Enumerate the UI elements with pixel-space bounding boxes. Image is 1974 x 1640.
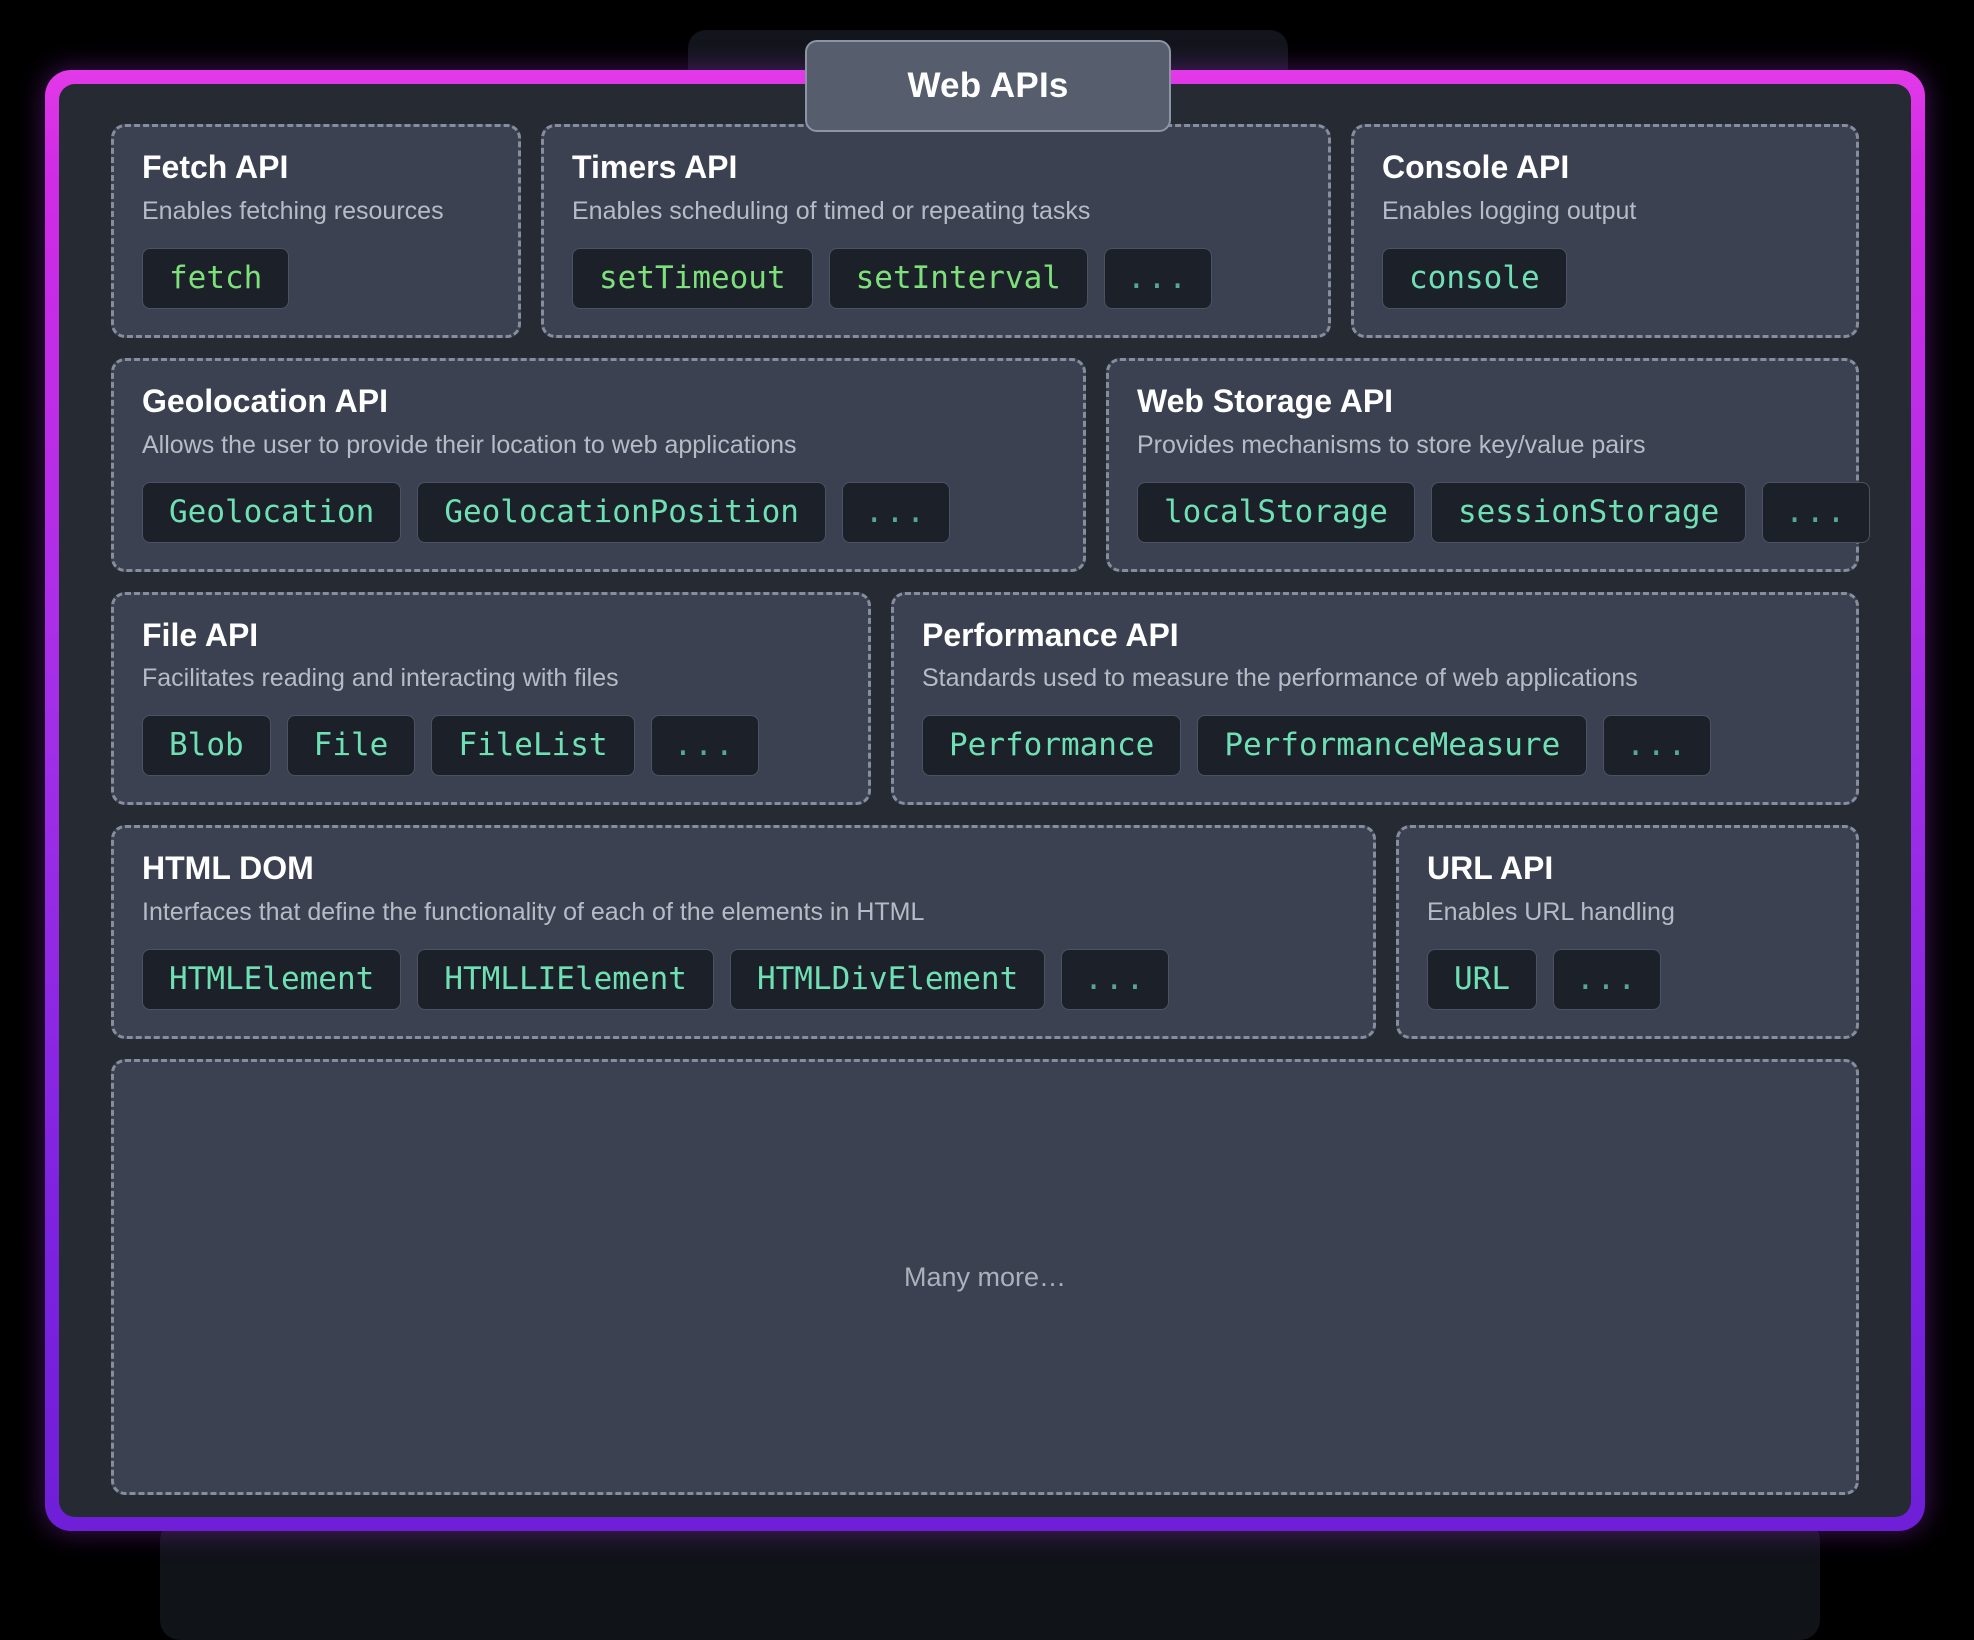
api-chip-more[interactable]: ... (1061, 949, 1170, 1010)
web-apis-title-badge: Web APIs (805, 40, 1171, 132)
api-chip-more[interactable]: ... (1603, 715, 1712, 777)
api-card-row: File API Facilitates reading and interact… (111, 591, 1859, 806)
api-card-title: URL API (1427, 850, 1554, 887)
web-apis-panel: Fetch API Enables fetching resources fetch… (59, 84, 1911, 1517)
api-chip[interactable]: sessionStorage (1430, 481, 1747, 543)
api-chip-more[interactable]: ... (1553, 949, 1661, 1010)
api-chip[interactable]: FileList (431, 715, 635, 777)
api-card-description: Facilitates reading and interacting with… (142, 664, 619, 693)
api-card[interactable]: Web Storage API Provides mechanisms to st… (1106, 357, 1871, 572)
api-card-description: Allows the user to provide their locatio… (142, 430, 797, 459)
api-card-row: Geolocation API Allows the user to provid… (111, 357, 1871, 572)
api-card[interactable]: HTML DOM Interfaces that define the funct… (111, 825, 1376, 1039)
api-card-title: Geolocation API (142, 382, 388, 419)
api-chip[interactable]: PerformanceMeasure (1197, 715, 1588, 777)
api-chip-more[interactable]: ... (650, 715, 759, 777)
api-chip[interactable]: setTimeout (572, 247, 813, 309)
ghost-container-below (160, 1520, 1820, 1640)
api-card-description: Provides mechanisms to store key/value p… (1137, 430, 1646, 459)
api-card-row: HTML DOM Interfaces that define the funct… (111, 825, 1859, 1039)
api-chip[interactable]: Geolocation (142, 481, 402, 543)
api-chip[interactable]: localStorage (1137, 481, 1415, 543)
api-card-title: Timers API (572, 149, 738, 185)
api-card[interactable]: Geolocation API Allows the user to provid… (111, 357, 1086, 572)
many-more-card[interactable]: Many more… (111, 1059, 1859, 1495)
api-card-row: Fetch API Enables fetching resources fetch… (111, 124, 1859, 338)
api-card-title: HTML DOM (142, 850, 314, 887)
api-chip[interactable]: setInterval (828, 247, 1088, 309)
api-chip-list: URL... (1427, 949, 1828, 1010)
api-chip[interactable]: HTMLElement (142, 949, 402, 1010)
api-card[interactable]: Fetch API Enables fetching resources fetch (111, 124, 521, 338)
api-card-description: Enables fetching resources (142, 196, 444, 225)
api-chip-more[interactable]: ... (1103, 247, 1212, 309)
api-chip[interactable]: File (286, 715, 416, 777)
api-card-title: Fetch API (142, 149, 289, 185)
api-card-description: Enables URL handling (1427, 898, 1675, 926)
web-apis-frame: Fetch API Enables fetching resources fetch… (45, 70, 1925, 1531)
api-chip[interactable]: console (1382, 247, 1567, 309)
api-card-title: File API (142, 616, 259, 653)
api-card-title: Performance API (922, 616, 1179, 653)
api-chip-list: console (1382, 247, 1828, 309)
api-card-description: Interfaces that define the functionality… (142, 898, 925, 926)
api-chip-more[interactable]: ... (1762, 481, 1871, 543)
api-card[interactable]: Console API Enables logging output console (1351, 124, 1859, 338)
api-chip[interactable]: URL (1427, 949, 1537, 1010)
api-card-title: Console API (1382, 149, 1570, 185)
api-chip[interactable]: GeolocationPosition (417, 481, 826, 543)
api-chip[interactable]: fetch (142, 247, 290, 309)
api-chip[interactable]: HTMLDivElement (729, 949, 1046, 1010)
api-card[interactable]: Performance API Standards used to measure… (891, 591, 1859, 806)
api-chip-list: fetch (142, 247, 490, 309)
api-card-title: Web Storage API (1137, 382, 1394, 419)
api-chip[interactable]: Blob (142, 715, 271, 777)
api-card[interactable]: Timers API Enables scheduling of timed or… (541, 124, 1331, 338)
api-card-description: Enables logging output (1382, 196, 1637, 225)
api-card-description: Standards used to measure the performanc… (922, 664, 1638, 693)
api-chip-more[interactable]: ... (841, 481, 950, 543)
api-chip[interactable]: Performance (922, 715, 1182, 777)
api-chip[interactable]: HTMLLIElement (417, 949, 714, 1010)
api-card[interactable]: File API Facilitates reading and interact… (111, 591, 871, 806)
api-card-description: Enables scheduling of timed or repeating… (572, 196, 1091, 225)
